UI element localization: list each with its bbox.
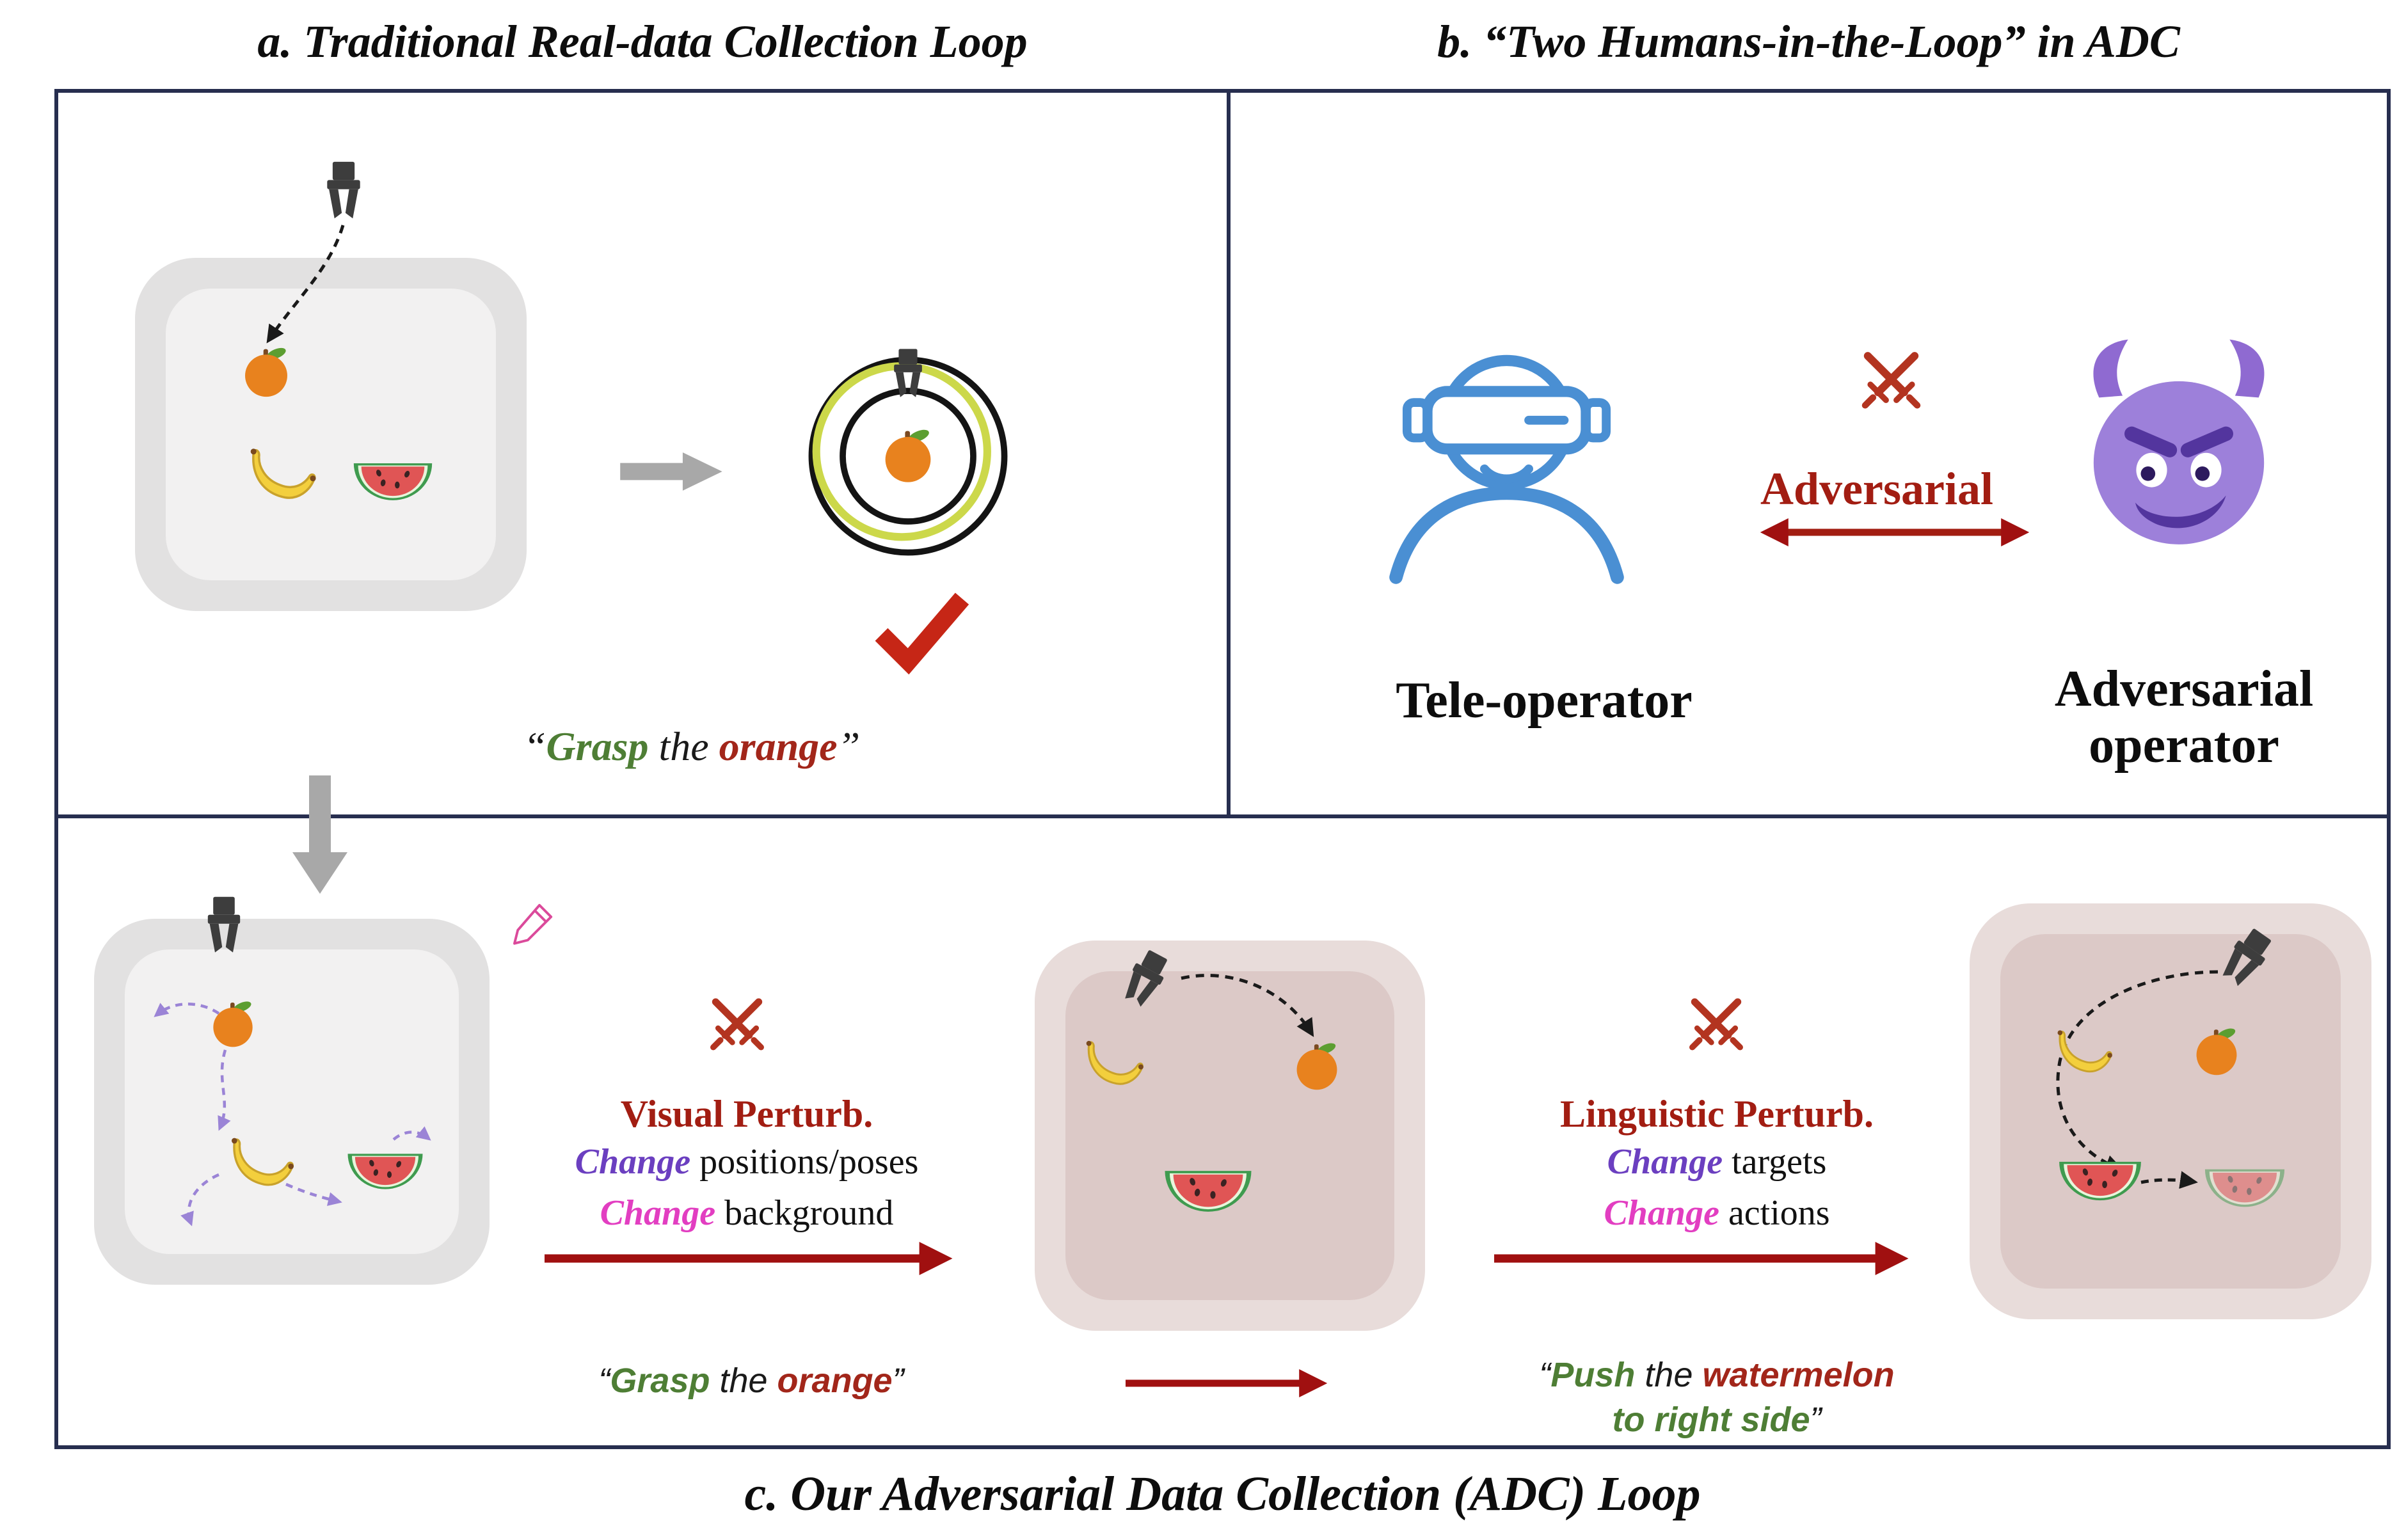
line2-rest: background <box>715 1193 894 1233</box>
panel-a-title: a. Traditional Real-data Collection Loop <box>257 16 1028 67</box>
visual-perturb-line1: Change positions/poses <box>523 1141 971 1182</box>
panel-c-adc-loop: Visual Perturb. Change positions/poses C… <box>54 814 2391 1449</box>
visual-perturb-line2: Change background <box>523 1193 971 1234</box>
quote-close: ” <box>1810 1401 1822 1440</box>
banana-icon <box>2044 1024 2123 1081</box>
visual-perturb-red-arrow <box>545 1242 953 1275</box>
bottom-red-arrow <box>1126 1369 1328 1397</box>
linguistic-perturb-line2: Change actions <box>1493 1193 1941 1234</box>
bin-container-inner <box>125 949 459 1254</box>
bin-container-inner <box>2000 934 2341 1289</box>
adversarial-label: Adversarial <box>1760 463 1993 514</box>
panel-b-title: b. “Two Humans-in-the-Loop” in ADC <box>1437 16 2180 67</box>
caption-push-line2: to right side” <box>1525 1397 1909 1442</box>
robot-gripper-icon <box>196 895 252 958</box>
grasp-success-target-icon <box>799 347 1017 565</box>
word-the: the <box>710 1361 777 1400</box>
bin-container-perturb-source <box>94 919 490 1285</box>
line2-rest: actions <box>1719 1193 1830 1233</box>
orange-icon <box>2190 1024 2243 1077</box>
word-change-magenta: Change <box>1604 1193 1719 1233</box>
line1-rest: targets <box>1723 1142 1827 1182</box>
crossed-swords-icon <box>701 992 773 1064</box>
adversarial-double-arrow <box>1760 518 2030 546</box>
gripper-approach-dashed-arrow <box>266 225 345 344</box>
word-the: the <box>648 724 719 769</box>
crossed-swords-icon <box>1848 345 1934 424</box>
linguistic-perturb-red-arrow <box>1494 1242 1909 1275</box>
caption-grasp-the-orange: “Grasp the orange” <box>559 1361 943 1401</box>
word-change-purple: Change <box>1607 1142 1723 1182</box>
word-change-magenta: Change <box>600 1193 716 1233</box>
word-watermelon: watermelon <box>1702 1356 1895 1394</box>
word-orange: orange <box>719 724 838 769</box>
tele-operator-vr-person-icon <box>1374 314 1639 611</box>
caption-push-line1: “Push the watermelon <box>1525 1353 1909 1397</box>
orange-icon <box>1291 1039 1343 1091</box>
adversarial-operator-label: Adversarial operator <box>1992 661 2376 774</box>
quote-close: ” <box>837 724 861 769</box>
banana-icon <box>1074 1035 1152 1093</box>
watermelon-icon <box>2055 1148 2146 1214</box>
gripper-push-dashed-arrow <box>2056 970 2219 1173</box>
word-orange: orange <box>777 1361 893 1400</box>
gray-down-arrow <box>292 775 347 894</box>
gripper-approach-dashed-arrow <box>1181 974 1314 1037</box>
word-grasp: Grasp <box>610 1361 710 1400</box>
quote-open: “ <box>598 1361 610 1400</box>
line1-rest: positions/poses <box>690 1142 919 1182</box>
edit-pencil-icon <box>506 900 556 950</box>
quote-open: “ <box>523 724 546 769</box>
word-change-purple: Change <box>575 1142 691 1182</box>
panel-c-title: c. Our Adversarial Data Collection (ADC)… <box>744 1467 1701 1521</box>
watermelon-push-dashed-arrow <box>2140 1171 2198 1189</box>
panel-a-traditional-loop: “Grasp the orange” <box>54 89 1231 818</box>
robot-gripper-icon <box>314 160 373 224</box>
quote-open: “ <box>1539 1356 1551 1394</box>
bin-container <box>135 258 527 611</box>
quote-close: ” <box>892 1361 904 1400</box>
bin-container-linguistic-perturbed <box>1970 903 2371 1319</box>
watermelon-icon <box>349 450 436 514</box>
linguistic-perturb-line1: Change targets <box>1493 1141 1941 1182</box>
linguistic-perturb-heading: Linguistic Perturb. <box>1560 1093 1874 1135</box>
word-grasp: Grasp <box>546 724 649 769</box>
adversarial-operator-line2: operator <box>2089 717 2279 774</box>
adversarial-operator-devil-icon <box>2070 333 2288 557</box>
caption-grasp-the-orange: “Grasp the orange” <box>295 723 1088 770</box>
bin-container-inner <box>166 289 496 580</box>
panel-b-two-humans: Adversarial Tele-operator Adversarial op… <box>1227 89 2391 818</box>
object-motion-dashed-arrows <box>154 1003 431 1226</box>
watermelon-icon <box>1160 1156 1256 1226</box>
tele-operator-label: Tele-operator <box>1396 672 1693 729</box>
banana-icon <box>241 441 322 509</box>
word-the: the <box>1635 1356 1703 1394</box>
banana-icon <box>223 1131 299 1195</box>
bin-container-visual-perturbed <box>1035 941 1425 1331</box>
visual-perturb-heading: Visual Perturb. <box>620 1093 873 1135</box>
gray-right-arrow <box>620 452 722 491</box>
bin-container-inner <box>1065 971 1394 1300</box>
adversarial-operator-line1: Adversarial <box>2054 661 2314 717</box>
crossed-swords-icon <box>1680 992 1752 1064</box>
orange-icon <box>239 344 294 399</box>
word-push: Push <box>1550 1356 1636 1394</box>
success-checkmark-icon <box>866 587 978 676</box>
words-to-right-side: to right side <box>1612 1401 1810 1440</box>
orange-icon <box>207 997 259 1049</box>
caption-push-the-watermelon: “Push the watermelon to right side” <box>1525 1353 1909 1442</box>
watermelon-icon <box>344 1141 427 1202</box>
